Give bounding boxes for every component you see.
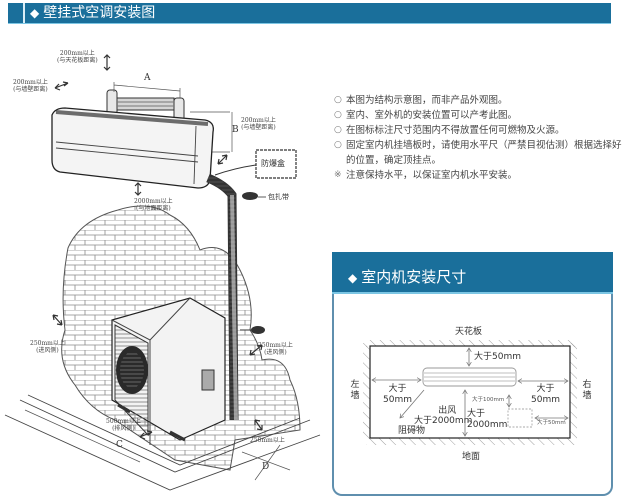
dimension-d: D: [262, 462, 270, 472]
tape-roll: [242, 192, 258, 200]
floor-lines: [4, 394, 321, 491]
outlet-note: 出风 大于2000mm 阻碍物: [398, 406, 473, 436]
left-gap-line1: 大于: [388, 384, 407, 394]
outdoor-front-clearance-note: (排风侧): [112, 425, 135, 432]
note-item: ○ 室内、室外机的安装位置可以产考此图。: [334, 108, 624, 123]
dimension-b: B: [232, 125, 239, 135]
wrap-tape-label: 包扎带: [268, 193, 289, 201]
outdoor-front-clearance-label: 500mm以上 (排风侧): [106, 418, 141, 432]
outlet-note-line1: 出风: [438, 406, 457, 416]
right-wall-clearance-note: (与墙壁距离): [241, 124, 276, 131]
outdoor-right-clearance-value: 250mm以上: [258, 342, 293, 349]
top-gap-label: 大于50mm: [474, 352, 521, 362]
header-bar: [23, 3, 311, 23]
side-wall-clearance-label: 200mm以上 (与墙壁距离): [13, 79, 48, 93]
installation-illustration: [4, 54, 321, 491]
note-text: 室内、室外机的安装位置可以产考此图。: [346, 110, 518, 121]
clearance-arrows: [52, 54, 263, 440]
note-text: 在图标标注尺寸范围内不得放置任何可燃物及火源。: [346, 125, 565, 136]
note-text: 固定室内机挂墙板时，请使用水平尺（严禁目视估测）根据选择好的位置，确定顶挂点。: [346, 140, 622, 166]
below-gap-label: 大于100mm: [472, 397, 505, 403]
outdoor-front-clearance-value: 500mm以上: [106, 418, 141, 425]
indoor-dimensions-title-text: 室内机安装尺寸: [361, 268, 467, 286]
right-wall-clearance-value: 200mm以上: [241, 117, 276, 124]
floor-gap-line2: 2000mm: [467, 420, 508, 430]
right-gap-line1: 大于: [536, 384, 555, 394]
asterisk-bullet-icon: ※: [334, 170, 342, 180]
indoor-unit: [51, 107, 214, 189]
left-wall-label: 左墙: [350, 380, 360, 401]
junction-box: [214, 149, 297, 179]
outdoor-left-clearance-note: (进风侧): [36, 347, 59, 354]
diamond-icon: ◆: [30, 6, 40, 20]
junction-box-label: 防爆盒: [261, 159, 285, 168]
outdoor-right-clearance-note: (进风侧): [264, 349, 287, 356]
floor-gap-label: 大于 2000mm: [467, 409, 507, 431]
note-item: ○ 本图为结构示意图，而非产品外观图。: [334, 93, 624, 108]
page-title: ◆壁挂式空调安装图: [30, 3, 155, 23]
dimension-a: A: [144, 73, 151, 83]
indoor-dimensions-header: [332, 252, 613, 294]
ceiling-clearance-value: 200mm以上: [59, 50, 95, 57]
right-gap-label: 大于 50mm: [531, 384, 560, 406]
right-wall-label: 右墙: [582, 380, 592, 401]
note-item: ○ 固定室内机挂墙板时，请使用水平尺（严禁目视估测）根据选择好的位置，确定顶挂点。: [334, 138, 624, 168]
right-wall-clearance-label: 200mm以上 (与墙壁距离): [241, 117, 276, 131]
floor-clearance-value: 2000mm以上: [134, 198, 173, 205]
side-wall-clearance-value: 200mm以上: [13, 79, 48, 86]
outdoor-left-clearance-label: 250mm以上 (进风侧): [30, 340, 65, 354]
installation-notes: ○ 本图为结构示意图，而非产品外观图。 ○ 室内、室外机的安装位置可以产考此图。 ○…: [334, 93, 624, 183]
ceiling-clearance-label: 200mm以上 (与天花板距离): [57, 50, 98, 64]
floor-clearance-note: (与地面距离): [135, 205, 171, 212]
outdoor-right-clearance-label: 250mm以上 (进风侧): [258, 342, 293, 356]
floor-clearance-label: 2000mm以上 (与地面距离): [134, 198, 173, 212]
note-text: 注意保持水平，以保证室内机水平安装。: [346, 170, 518, 181]
note-item: ※ 注意保持水平，以保证室内机水平安装。: [334, 168, 624, 183]
header-underline: [8, 23, 611, 24]
floor-label: 地面: [462, 452, 481, 462]
outlet-note-line2: 大于2000mm: [414, 416, 473, 426]
indoor-dimensions-title: ◆室内机安装尺寸: [348, 266, 466, 287]
circle-bullet-icon: ○: [334, 125, 342, 135]
floor-gap-line1: 大于: [467, 409, 486, 419]
page-title-text: 壁挂式空调安装图: [43, 5, 156, 21]
ceiling-label: 天花板: [455, 327, 483, 337]
ceiling-clearance-note: (与天花板距离): [57, 57, 98, 64]
note-item: ○ 在图标标注尺寸范围内不得放置任何可燃物及火源。: [334, 123, 624, 138]
side-wall-clearance-note: (与墙壁距离): [13, 86, 48, 93]
outlet-note-line3: 阻碍物: [398, 426, 426, 436]
outdoor-back-clearance-label: 250mm以上: [250, 437, 285, 444]
dimension-c: C: [116, 440, 123, 450]
circle-bullet-icon: ○: [334, 140, 342, 150]
header-bar-extension: [311, 3, 611, 23]
outdoor-left-clearance-value: 250mm以上: [30, 340, 65, 347]
circle-bullet-icon: ○: [334, 95, 342, 105]
outdoor-unit: [111, 297, 226, 445]
right-gap-line2: 50mm: [531, 395, 560, 405]
obstacle-gap-label: 大于50mm: [537, 420, 566, 426]
left-gap-label: 大于 50mm: [383, 384, 412, 406]
circle-bullet-icon: ○: [334, 110, 342, 120]
note-text: 本图为结构示意图，而非产品外观图。: [346, 95, 508, 106]
left-gap-line2: 50mm: [383, 395, 412, 405]
outdoor-back-clearance-value: 250mm以上: [250, 437, 285, 444]
diamond-icon: ◆: [348, 271, 358, 285]
